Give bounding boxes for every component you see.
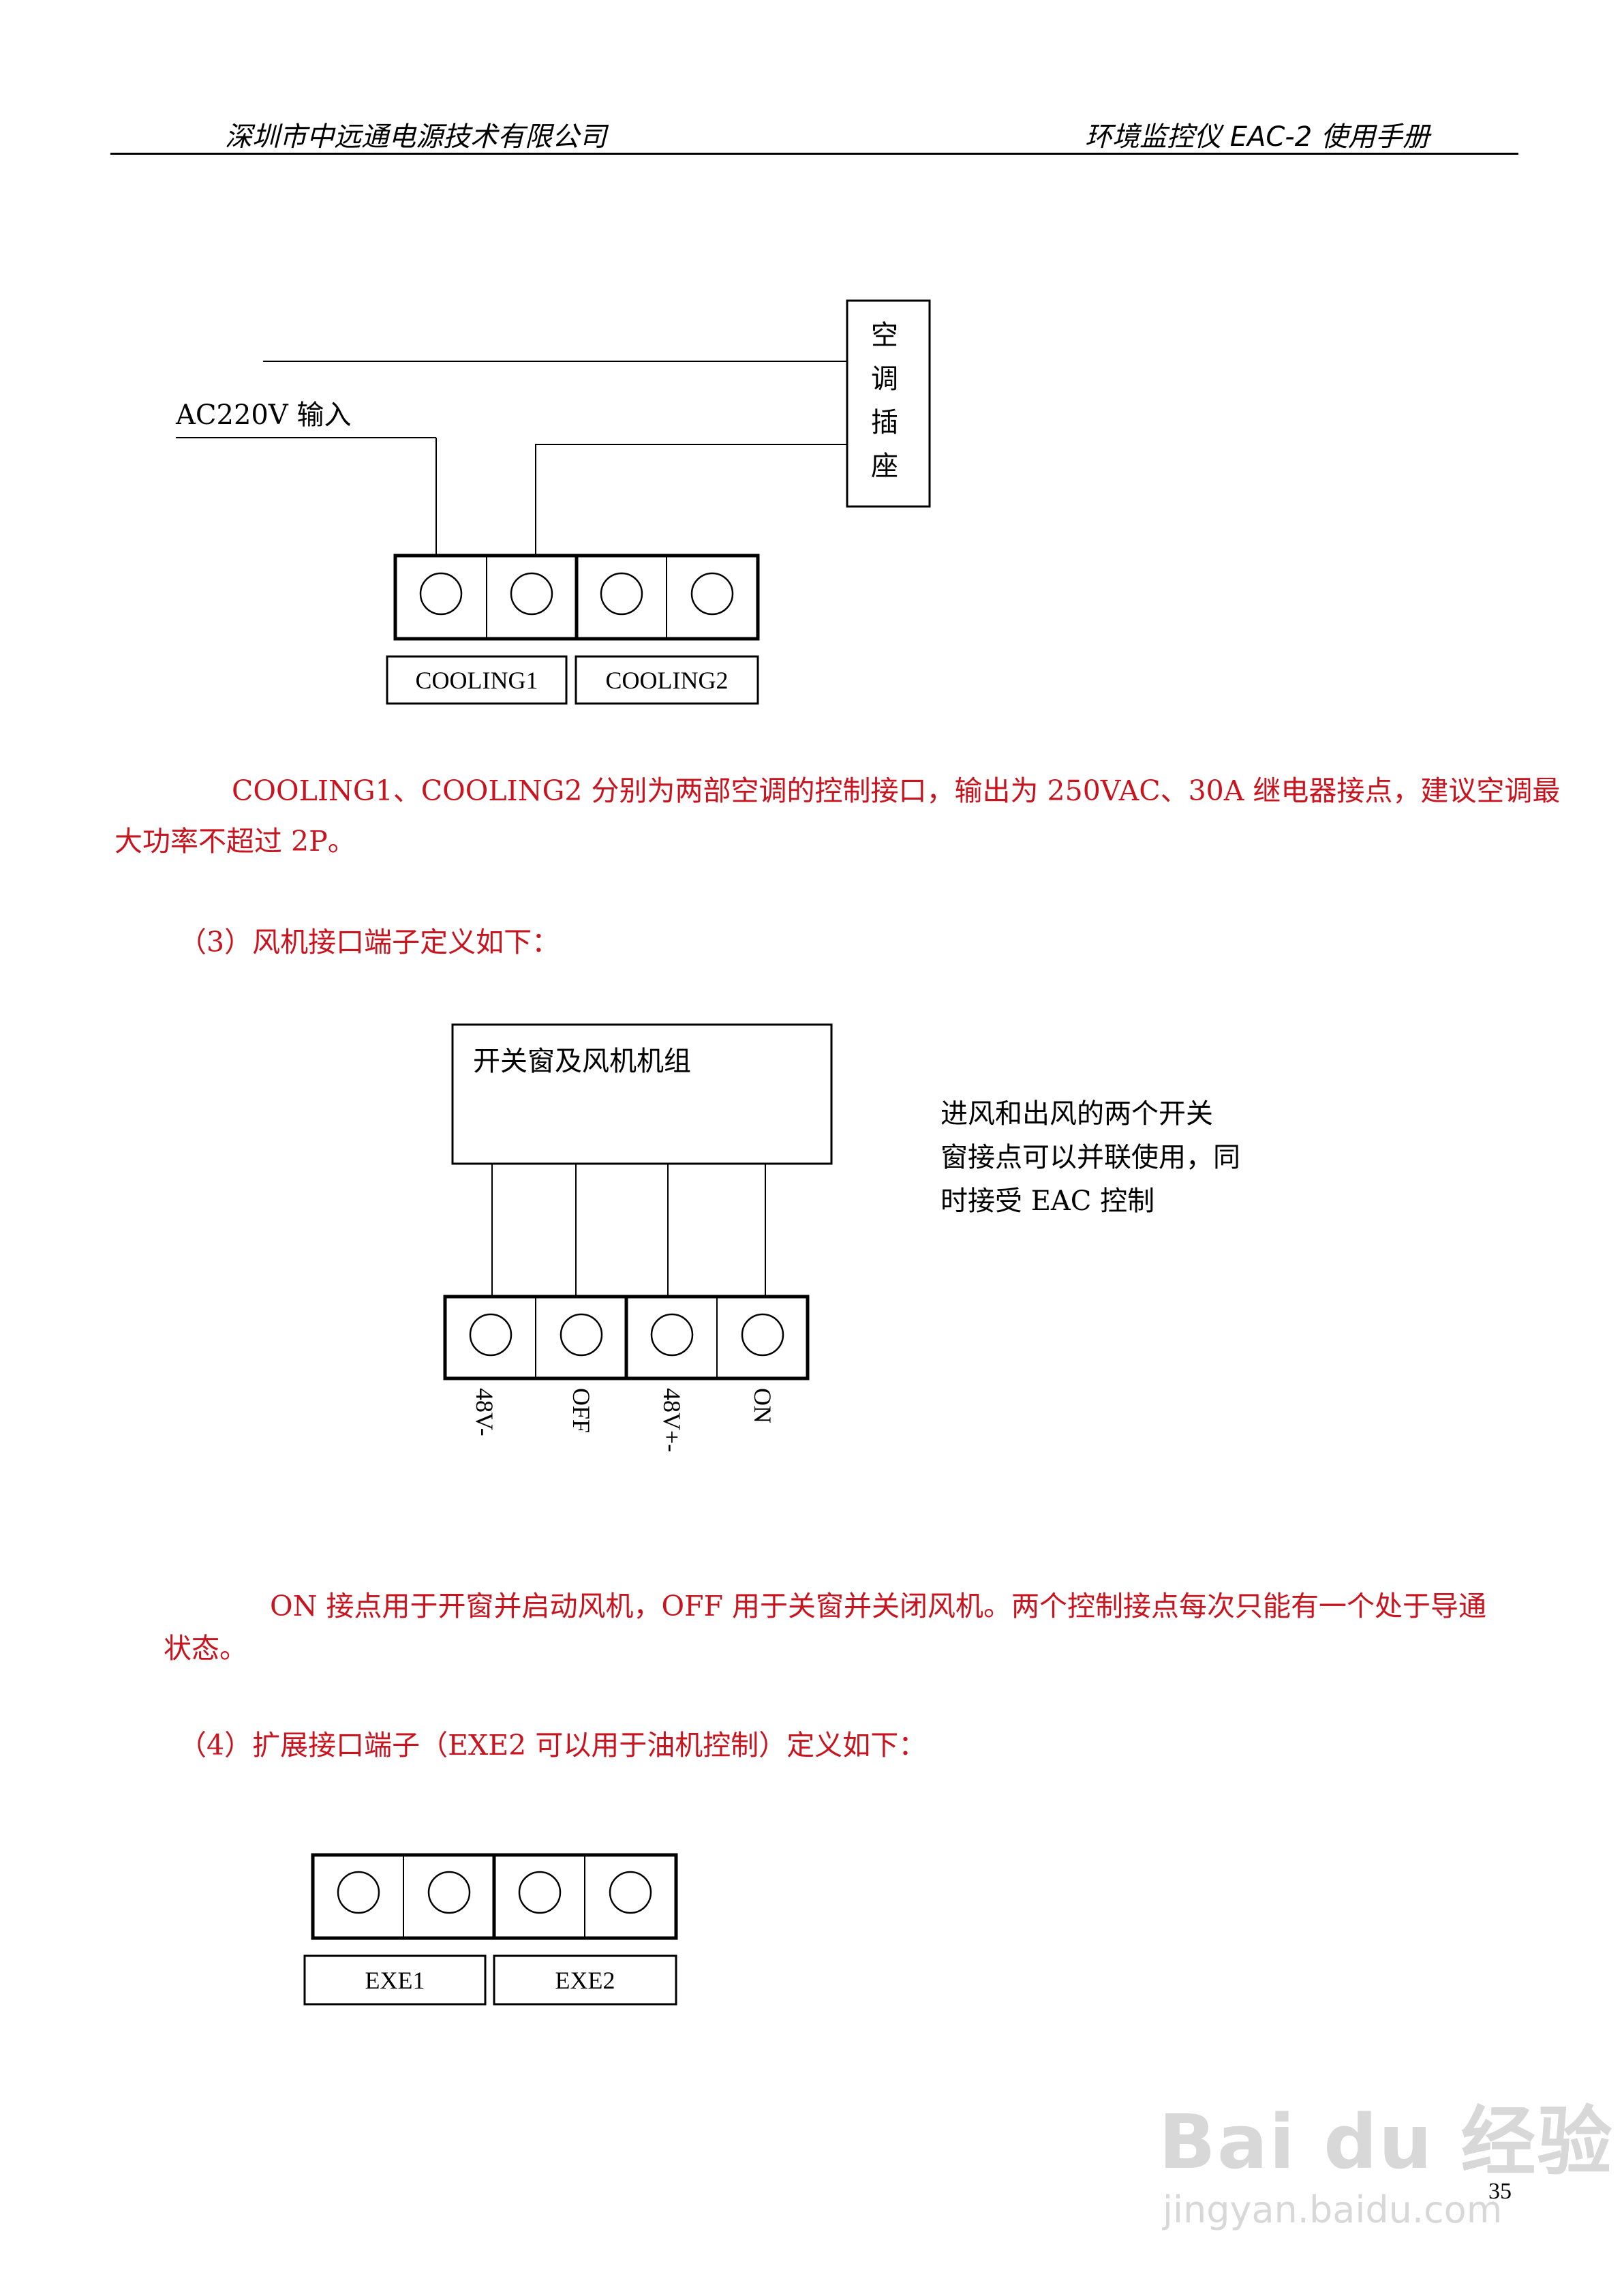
pin-48v-plus: 48V+- <box>658 1388 686 1453</box>
label-box-cooling1 <box>386 655 568 705</box>
terminal-screw <box>469 1313 512 1357</box>
baidu-watermark-url: jingyan.baidu.com <box>1163 2188 1503 2231</box>
pin-on: ON <box>749 1388 776 1423</box>
section-4-heading: （4）扩展接口端子（EXE2 可以用于油机控制）定义如下： <box>179 1729 927 1762</box>
cooling-description-line1: COOLING1、COOLING2 分别为两部空调的控制接口，输出为 250VA… <box>232 774 1561 807</box>
fan-unit-label: 开关窗及风机机组 <box>473 1046 691 1077</box>
pin-off: OFF <box>568 1388 595 1434</box>
exe1-label: EXE1 <box>365 1967 425 1994</box>
terminal-screw <box>741 1313 784 1357</box>
terminal-screw <box>609 1871 652 1914</box>
ac-input-label: AC220V 输入 <box>176 399 352 431</box>
ac-socket-box <box>846 299 931 508</box>
label-box-exe1 <box>303 1954 487 2006</box>
fan-unit-box <box>451 1023 833 1165</box>
baidu-watermark-logo: Bai du 经验 <box>1159 2098 1614 2186</box>
header-manual-title: 环境监控仪 EAC-2 使用手册 <box>1085 121 1430 153</box>
terminal-screw <box>337 1871 380 1914</box>
wire-cooling1-b <box>535 444 847 556</box>
terminal-screw <box>650 1313 694 1357</box>
ac-socket-diagram <box>176 299 931 705</box>
terminal-screw <box>600 572 643 616</box>
terminal-screw <box>419 572 463 616</box>
cooling2-label: COOLING2 <box>605 667 729 694</box>
header-company: 深圳市中远通电源技术有限公司 <box>225 121 607 153</box>
section-3-heading: （3）风机接口端子定义如下： <box>179 926 560 958</box>
fan-diagram <box>443 1023 833 1380</box>
terminal-screw <box>510 572 553 616</box>
fan-description-line2: 状态。 <box>164 1632 247 1665</box>
fan-note: 进风和出风的两个开关 窗接点可以并联使用，同 时接受 EAC 控制 <box>940 1098 1240 1217</box>
cooling-description-line2: 大功率不超过 2P。 <box>114 825 356 858</box>
page-number: 35 <box>1488 2179 1512 2204</box>
terminal-screw <box>690 572 734 616</box>
header-rule <box>110 153 1518 155</box>
terminal-screw <box>560 1313 603 1357</box>
ac-socket-label: 空 调 插 座 <box>871 320 898 482</box>
terminal-screw <box>427 1871 471 1914</box>
label-box-exe2 <box>493 1954 677 2006</box>
terminal-screw <box>518 1871 562 1914</box>
exe2-label: EXE2 <box>555 1967 615 1994</box>
expansion-diagram <box>303 1853 678 2006</box>
pin-48v-minus: 48V- <box>471 1388 498 1436</box>
fan-description-line1: ON 接点用于开窗并启动风机，OFF 用于关窗并关闭风机。两个控制接点每次只能有… <box>270 1590 1487 1622</box>
label-box-cooling2 <box>575 655 759 705</box>
cooling1-label: COOLING1 <box>415 667 538 694</box>
